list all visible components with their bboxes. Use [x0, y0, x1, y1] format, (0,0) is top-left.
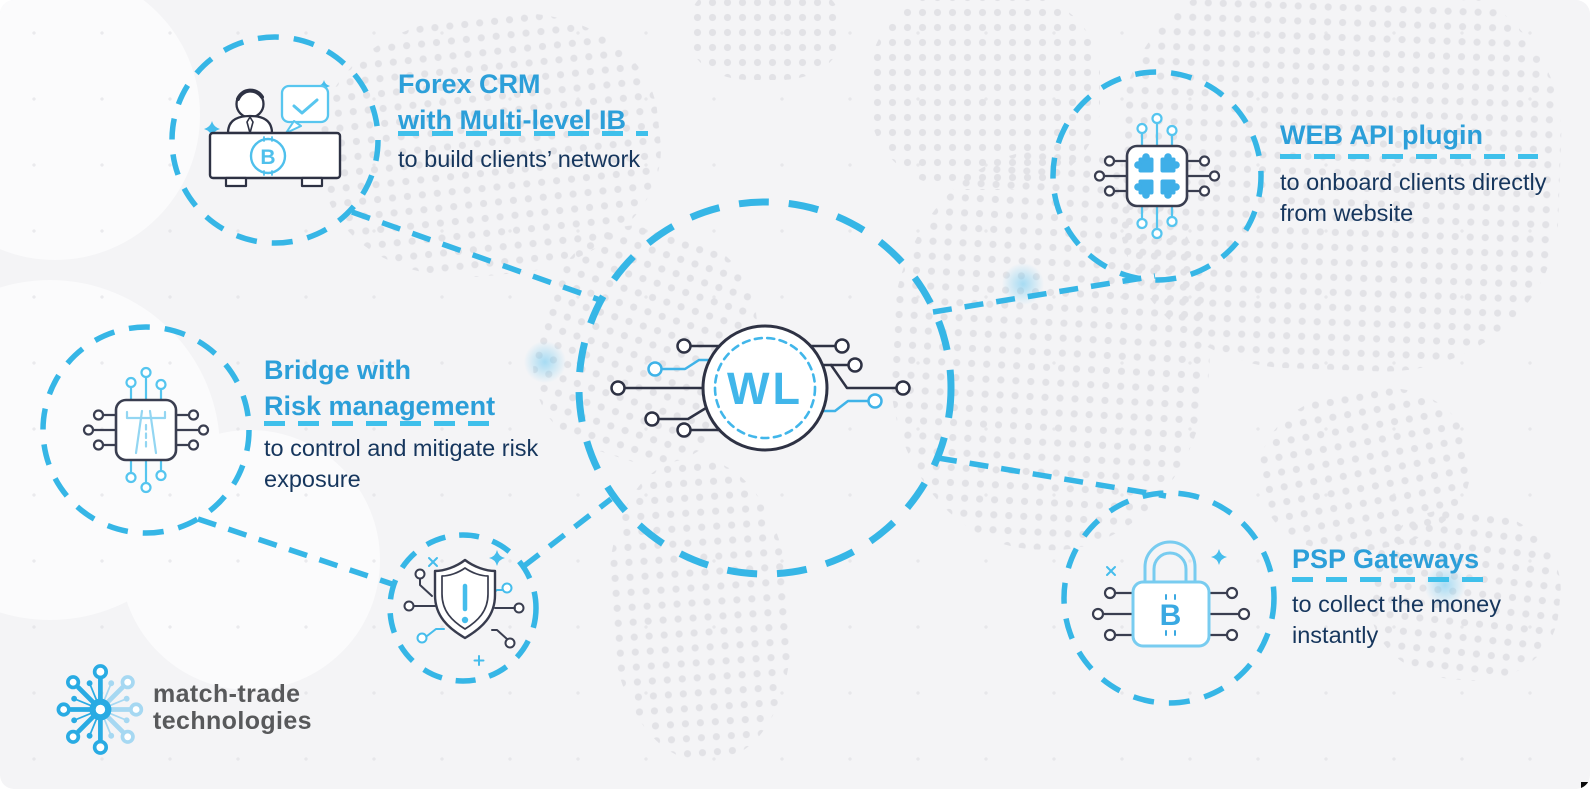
forex-crm-circle: [169, 34, 381, 246]
forex-crm-title: Forex CRM with Multi-level IB: [398, 69, 627, 135]
psp-underline: [1292, 577, 1488, 582]
glow-dot: [1422, 562, 1468, 608]
wl-circuit-node-icon: WL: [610, 324, 911, 452]
wl-label: WL: [727, 363, 803, 414]
bridge-circle: [40, 324, 252, 536]
match-trade-snowflake-icon: [56, 664, 144, 755]
connector-bridge-security: [197, 516, 393, 587]
connector-wl-webapi: [932, 273, 1156, 315]
psp-circle: [1061, 490, 1277, 706]
wl-circle: [575, 198, 955, 578]
corner-notch: [1581, 782, 1590, 789]
web-api-title: WEB API plugin: [1280, 120, 1483, 150]
web-api-circle: [1050, 69, 1264, 283]
padlock-bitcoin-icon: B: [1091, 540, 1251, 648]
bridge-desc: to control and mitigate risk exposure: [264, 435, 539, 492]
web-api-underline: [1280, 154, 1538, 159]
bitcoin-glyph: B: [1160, 599, 1182, 632]
chip-puzzle-icon: [1093, 112, 1221, 240]
shield-alert-icon: [403, 550, 525, 666]
bridge-underline: [264, 421, 500, 426]
connector-wl-psp: [937, 455, 1167, 499]
bitcoin-glyph: B: [260, 146, 275, 169]
psp-desc: to collect the money instantly: [1292, 591, 1501, 648]
forex-crm-desc: to build clients’ network: [398, 146, 641, 172]
logo-wordmark: match-trade technologies: [153, 680, 312, 735]
security-circle: [387, 532, 539, 684]
psp-title: PSP Gateways: [1292, 544, 1480, 574]
glow-dot: [522, 339, 568, 385]
forex-crm-underline: [398, 131, 648, 136]
chip-bridge-icon: [82, 366, 210, 494]
bridge-title: Bridge with Risk management: [264, 355, 496, 421]
web-api-desc: to onboard clients directly from website: [1280, 169, 1547, 226]
crm-agent-desk-icon: B: [204, 80, 342, 188]
connector-forexcrm-wl: [351, 209, 601, 303]
connector-security-wl: [522, 496, 613, 569]
